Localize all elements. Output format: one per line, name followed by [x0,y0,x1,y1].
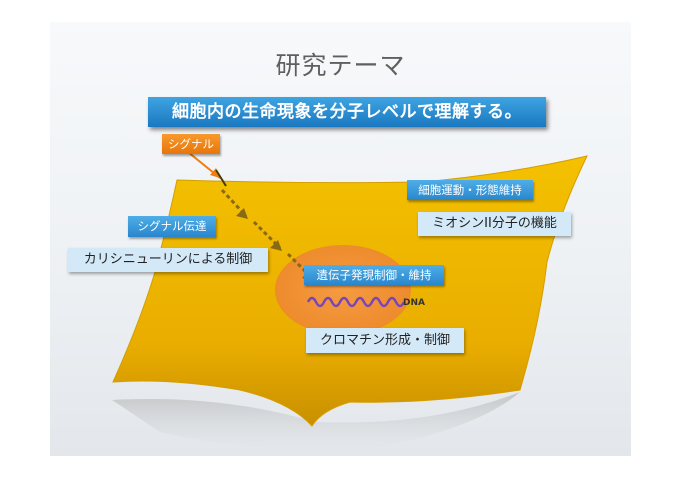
cell-illustration [112,151,588,449]
chromatin-topic: クロマチン形成・制御 [306,328,464,353]
myosin-topic: ミオシンII分子の機能 [418,212,571,236]
dna-helix-icon [306,296,406,308]
dna-label: DNA [403,298,425,308]
gene-expression-tag: 遺伝子発現制御・維持 [304,265,444,285]
slide-title: 研究テーマ [275,51,406,80]
slide: 研究テーマ [50,22,631,456]
cell-reflection [112,392,520,449]
calcineurin-topic: カリシニューリンによる制御 [68,248,268,272]
signal-transduction-tag: シグナル伝達 [128,216,216,237]
signal-tag: シグナル [162,134,220,154]
cell-motility-tag: 細胞運動・形態維持 [407,180,533,200]
nucleus [275,245,411,335]
research-banner: 細胞内の生命現象を分子レベルで理解する。 [148,97,546,127]
